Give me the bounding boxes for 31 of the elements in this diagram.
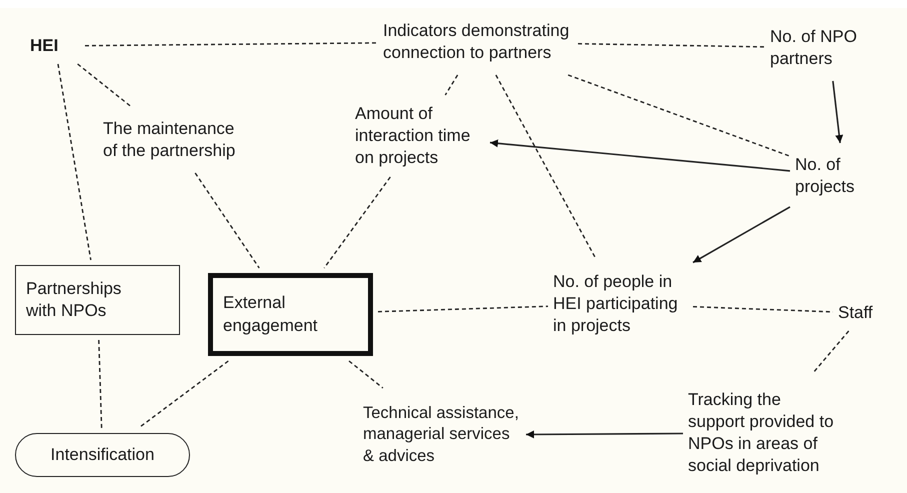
connector-line xyxy=(194,172,260,268)
concept-label: Indicators demonstrating connection to partners xyxy=(383,14,573,70)
connector-line xyxy=(444,74,458,96)
concept-label: Staff xyxy=(838,300,890,326)
connector-line xyxy=(568,74,790,157)
arrow xyxy=(526,430,683,438)
connector-line xyxy=(348,360,384,389)
connector-line xyxy=(495,74,596,258)
arrow xyxy=(490,139,790,172)
connector-line xyxy=(77,63,132,108)
rounded-concept-box: Intensification xyxy=(15,433,190,477)
connector-line xyxy=(57,64,92,260)
connector-line xyxy=(85,42,378,46)
concept-label: HEI xyxy=(30,33,80,59)
connector-line xyxy=(578,43,766,48)
connector-line xyxy=(324,176,391,268)
arrow xyxy=(832,80,844,144)
concept-label: Tracking the support provided to NPOs in areas of social deprivation xyxy=(688,378,836,488)
arrow xyxy=(692,206,790,264)
concept-label: Technical assistance, managerial services & advices xyxy=(363,393,521,477)
connector-line xyxy=(378,306,548,312)
concept-label: No. of NPO partners xyxy=(770,20,888,76)
concept-label: No. of projects xyxy=(795,148,893,204)
connector-line xyxy=(812,330,850,374)
connector-line xyxy=(138,360,229,429)
concept-box: Partnerships with NPOs xyxy=(15,265,180,335)
connector-line xyxy=(98,340,102,428)
concept-label: No. of people in HEI participating in projects xyxy=(553,262,688,346)
concept-label: The maintenance of the partnership xyxy=(103,112,243,168)
concept-label: Amount of interaction time on projects xyxy=(355,100,485,172)
central-concept-box: External engagement xyxy=(208,273,373,356)
